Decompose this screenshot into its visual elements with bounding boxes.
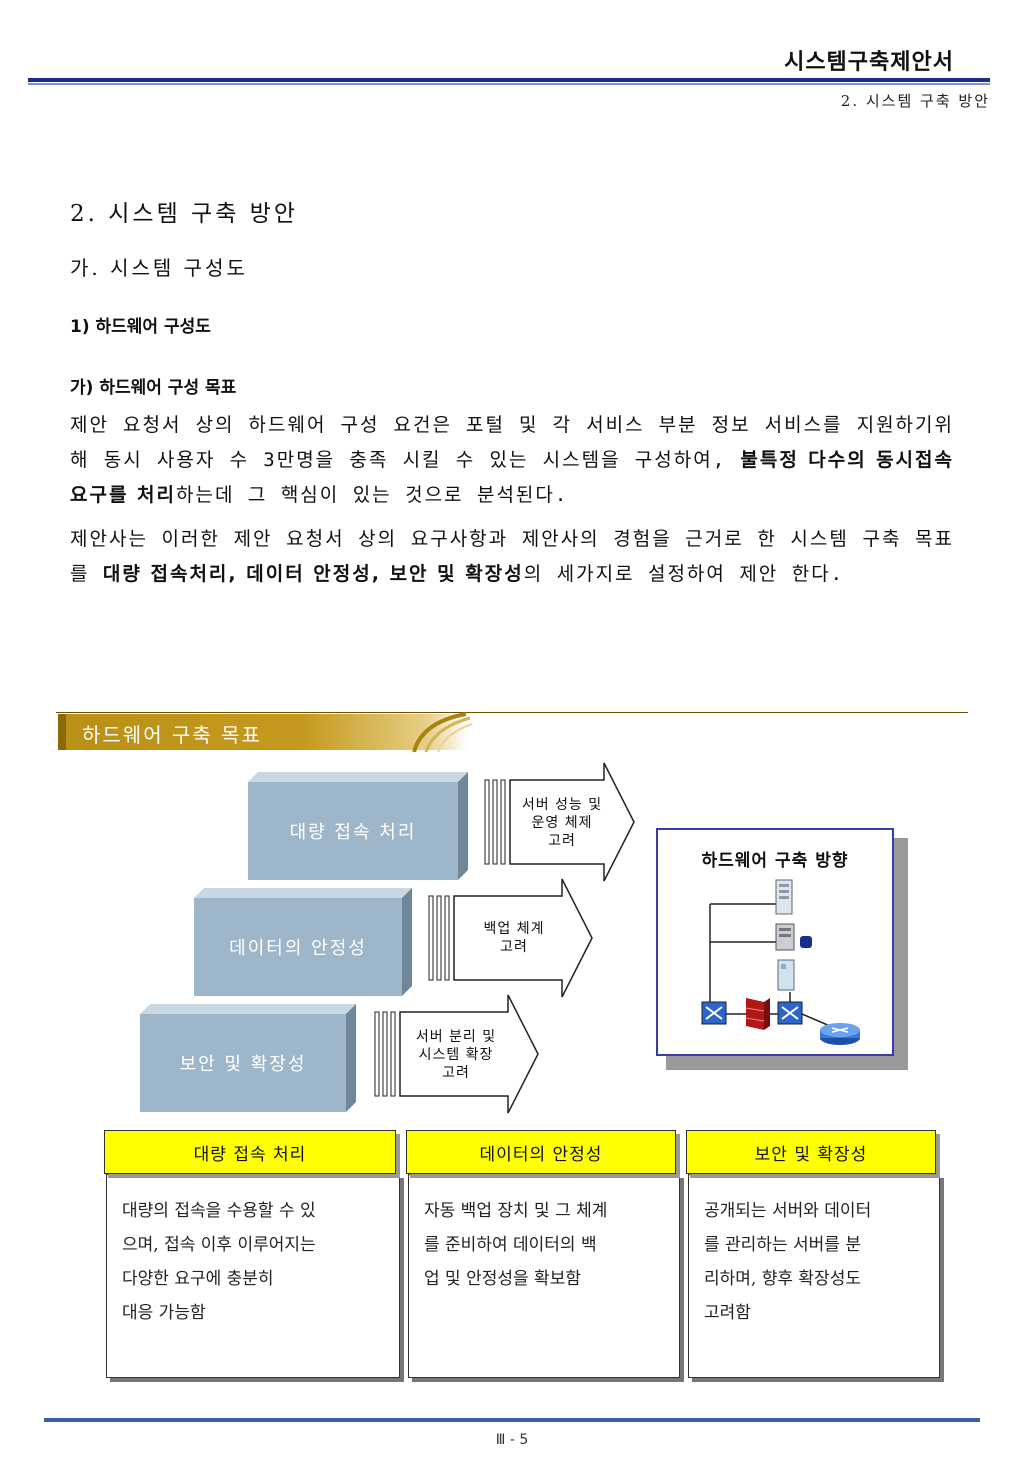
card-body: 공개되는 서버와 데이터 를 관리하는 서버를 분 리하며, 향후 확장성도 고… — [704, 1201, 872, 1323]
goal-arrow-3: 서버 분리 및 시스템 확장 고려 — [374, 994, 540, 1114]
arrow-icon — [484, 762, 635, 882]
header-rule — [28, 78, 990, 82]
paragraph-text: 의 세가지로 설정하여 제안 한다. — [523, 563, 845, 585]
goal-box-label: 데이터의 안정성 — [194, 898, 402, 996]
heading-subsection: 가. 시스템 구성도 — [70, 256, 248, 280]
card-high-traffic — [106, 1174, 400, 1378]
goal-box-label: 대량 접속 처리 — [248, 782, 458, 880]
arrow-text: 서버 분리 및 시스템 확장 고려 — [415, 1029, 497, 1081]
hw-panel-title: 하드웨어 구축 방향 — [701, 851, 849, 871]
card-title: 데이터의 안정성 — [406, 1130, 676, 1174]
box-3d-shape — [194, 888, 412, 996]
arrow-icon — [428, 878, 593, 998]
paragraph-text: 제안사는 이러한 제안 요청서 상의 요구사항과 제안사의 경험을 근거로 한 … — [70, 528, 954, 585]
backup-server-icon — [777, 959, 795, 991]
network-diagram — [701, 879, 860, 1045]
goal-arrow-2: 백업 체계 고려 — [428, 878, 594, 998]
card-title: 보안 및 확장성 — [686, 1130, 936, 1174]
document-title: 시스템구축제안서 — [784, 50, 954, 75]
card-data-stability — [408, 1174, 680, 1378]
header-rule-thin — [28, 83, 990, 85]
card-body: 대량의 접속을 수용할 수 있 으며, 접속 이후 이루어지는 다양한 요구에 … — [122, 1201, 316, 1323]
footer-rule — [44, 1418, 980, 1422]
section-bar-label: 하드웨어 구축 목표 — [82, 723, 262, 747]
swoosh-decoration-icon — [412, 712, 473, 752]
paragraph-analysis: 제안 요청서 상의 하드웨어 구성 요건은 포털 및 각 서비스 부분 정보 서… — [70, 408, 954, 513]
arrow-text: 서버 성능 및 운영 체제 고려 — [521, 797, 603, 849]
goal-box-data-stability: 데이터의 안정성 — [194, 888, 412, 996]
section-rule — [56, 712, 968, 713]
section-bar-accent — [58, 714, 66, 750]
paragraph-text: 하는데 그 핵심이 있는 것으로 분석된다. — [176, 484, 569, 506]
box-3d-shape — [140, 1004, 356, 1112]
box-3d-shape — [248, 772, 468, 880]
server-icon — [775, 879, 793, 915]
card-title: 대량 접속 처리 — [104, 1130, 396, 1174]
card-security — [688, 1174, 940, 1378]
header-section-label: 2. 시스템 구축 방안 — [840, 92, 990, 110]
section-bar — [58, 714, 468, 750]
paragraph-goals: 제안사는 이러한 제안 요청서 상의 요구사항과 제안사의 경험을 근거로 한 … — [70, 522, 954, 592]
arrow-icon — [374, 994, 539, 1114]
switch-icon — [777, 1001, 803, 1025]
heading-section: 2. 시스템 구축 방안 — [70, 201, 298, 227]
paragraph-text: 제안 요청서 상의 하드웨어 구성 요건은 포털 및 각 서비스 부분 정보 서… — [70, 414, 954, 471]
paragraph-emphasis: 대량 접속처리, 데이터 안정성, 보안 및 확장성 — [102, 563, 524, 585]
page-number: Ⅲ - 5 — [495, 1432, 529, 1448]
paragraph-emphasis: 불특정 다수의 동시접속 요구를 처리 — [70, 449, 954, 506]
router-icon — [820, 1023, 860, 1045]
database-server-icon — [775, 923, 812, 951]
heading-subitem: 가) 하드웨어 구성 목표 — [70, 378, 237, 398]
goal-arrow-1: 서버 성능 및 운영 체제 고려 — [484, 762, 636, 882]
firewall-icon — [745, 998, 770, 1030]
arrow-text: 백업 체계 고려 — [483, 921, 545, 955]
goal-box-label: 보안 및 확장성 — [140, 1014, 346, 1112]
heading-item: 1) 하드웨어 구성도 — [70, 317, 211, 337]
goal-box-security-scalability: 보안 및 확장성 — [140, 1004, 356, 1112]
switch-icon — [701, 1001, 727, 1025]
card-body: 자동 백업 장치 및 그 체계 를 준비하여 데이터의 백 업 및 안정성을 확… — [424, 1201, 608, 1289]
goal-box-high-traffic: 대량 접속 처리 — [248, 772, 468, 880]
